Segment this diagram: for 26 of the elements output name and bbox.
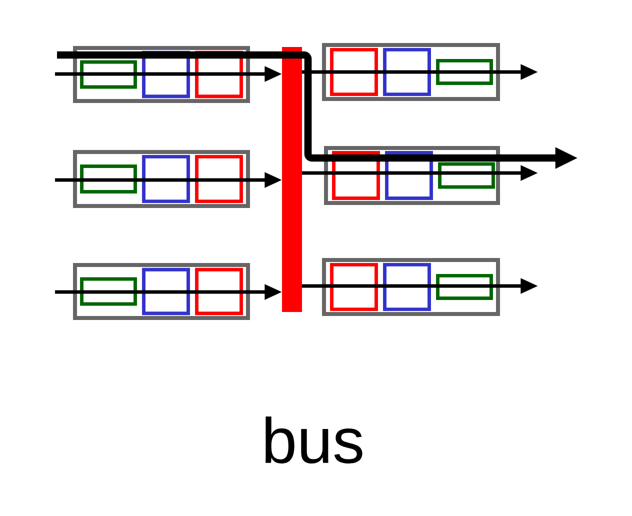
packet-box <box>142 50 190 98</box>
packet-box <box>195 154 243 204</box>
caption-text: bus <box>266 416 362 464</box>
port-box <box>73 150 250 208</box>
port-box <box>73 46 250 103</box>
packet-box <box>436 274 493 300</box>
packet-box <box>142 154 190 204</box>
packet-box <box>195 268 243 316</box>
port-box <box>324 146 500 205</box>
packet-box <box>330 48 378 96</box>
packet-box <box>383 48 431 96</box>
packet-box <box>385 151 433 200</box>
port-box <box>322 43 500 101</box>
packet-box <box>438 162 495 189</box>
bus-bar <box>282 47 302 312</box>
port-box <box>73 263 250 320</box>
packet-box <box>195 50 243 98</box>
packet-box <box>436 58 493 86</box>
packet-box <box>80 277 137 306</box>
packet-box <box>332 151 380 200</box>
packet-box <box>142 268 190 316</box>
packet-box <box>330 262 378 312</box>
packet-box <box>80 60 137 89</box>
packet-box <box>80 164 137 194</box>
packet-box <box>383 262 431 312</box>
port-box <box>322 258 500 316</box>
